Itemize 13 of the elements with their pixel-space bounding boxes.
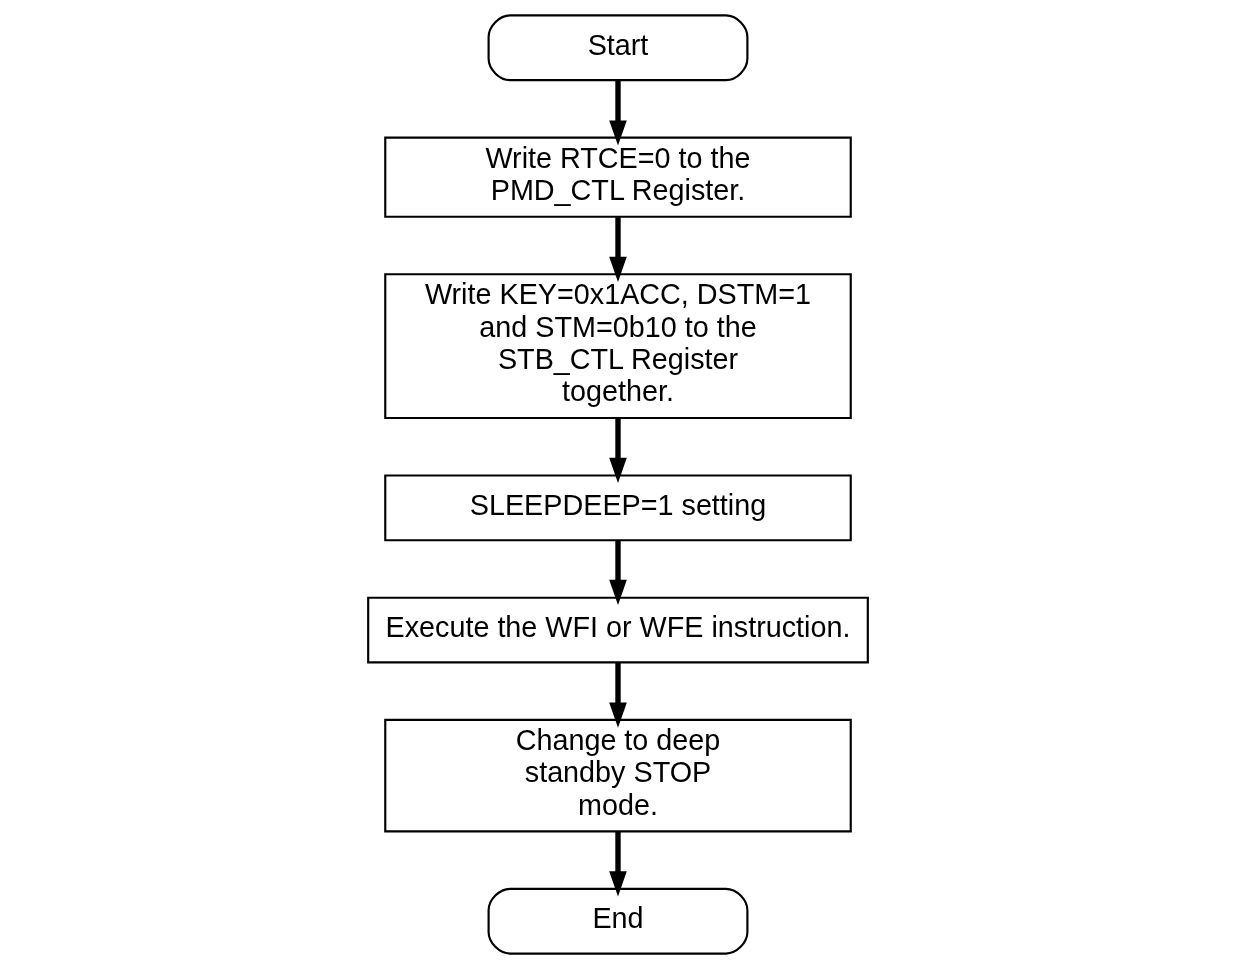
node-box: End [487, 887, 749, 955]
node-box: Write RTCE=0 to the PMD_CTL Register. [384, 136, 852, 218]
arrow [609, 418, 627, 483]
node-box: Execute the WFI or WFE instruction. [367, 596, 869, 664]
node-box: SLEEPDEEP=1 setting [384, 474, 852, 542]
node-box: Write KEY=0x1ACC, DSTM=1 and STM=0b10 to the STB_CTL Register together. [384, 273, 852, 420]
arrow [609, 540, 627, 606]
arrow [609, 217, 627, 282]
arrow [609, 831, 627, 897]
arrow [609, 80, 627, 146]
node-box: Start [487, 14, 749, 82]
arrow [609, 662, 627, 728]
node-box: Change to deep standby STOP mode. [384, 718, 852, 833]
